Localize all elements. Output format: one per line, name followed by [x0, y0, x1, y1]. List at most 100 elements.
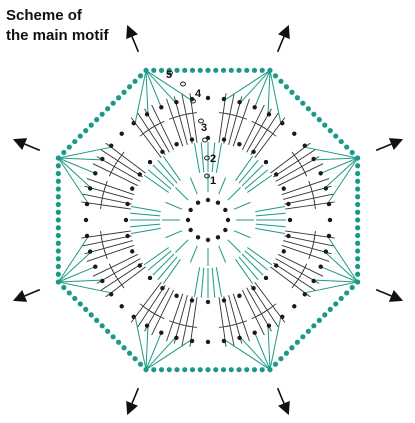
dc-crossbar	[269, 130, 277, 137]
slip-stitch-7	[167, 70, 173, 76]
teal-fan-stitch	[328, 157, 359, 203]
dc-stitch-round4	[82, 193, 132, 205]
chain-dot-round4	[266, 323, 272, 328]
chain-dot-round5	[272, 73, 279, 79]
chain-dot-round1	[195, 200, 201, 205]
dc-stitch-round4	[151, 104, 175, 151]
chain-dot-round5	[61, 284, 67, 291]
round-label-5: 5	[166, 69, 172, 81]
chain-dot-round3	[189, 298, 195, 303]
chain-dot-round4	[205, 95, 211, 101]
chain-dot-round4	[221, 96, 227, 102]
dc-stitch-round4	[96, 156, 141, 182]
direction-arrow-7	[12, 288, 41, 302]
chain-dot-round5	[55, 256, 61, 262]
round-label-1: 1	[210, 175, 216, 187]
dc-crossbar	[219, 325, 228, 328]
chain-dot-round5	[94, 317, 100, 323]
slip-stitch-6	[180, 81, 186, 87]
chain-dot-round4	[221, 338, 227, 344]
teal-fan-stitch	[269, 317, 282, 370]
chain-dot-round4	[323, 249, 329, 254]
teal-stitch-round3	[238, 256, 259, 281]
chain-dot-round4	[302, 292, 307, 297]
chain-dot-round4	[252, 105, 257, 110]
chain-dot-round4	[84, 233, 90, 239]
dc-stitch-round4	[189, 297, 198, 347]
chain-dot-round5	[66, 144, 72, 150]
dc-stitch-round4	[86, 178, 135, 196]
chain-dot-round5	[311, 323, 317, 329]
direction-arrows	[12, 24, 404, 416]
chain-dot-round4	[252, 330, 257, 335]
chain-dot-round3	[125, 201, 130, 207]
dc-stitch-round4	[270, 266, 311, 298]
chain-dot-round4	[109, 292, 114, 297]
teal-fan-stitch	[145, 332, 162, 370]
dc-stitch-round4	[246, 108, 272, 153]
chain-dot-round4	[174, 99, 179, 105]
dc-stitch-round4	[181, 296, 193, 346]
chain-dot-round5	[283, 84, 290, 90]
chain-dot-round5	[55, 217, 61, 223]
chain-dot-round5	[311, 111, 317, 117]
chain-dot-round3	[237, 142, 242, 147]
teal-fan-stitch	[305, 146, 358, 159]
dc-stitch-round4	[92, 163, 139, 187]
dc-crossbar	[188, 112, 197, 115]
chain-dot-round4	[189, 338, 195, 344]
chain-dot-round5	[355, 186, 361, 192]
chain-dot-round5	[294, 95, 300, 101]
teal-fan-stitch	[145, 69, 191, 100]
chain-dot-round5	[83, 128, 89, 134]
chain-dot-round5	[278, 78, 284, 84]
dc-stitch-round4	[285, 201, 335, 210]
teal-fan-stitch	[240, 69, 271, 103]
chain-dot-round5	[205, 67, 211, 73]
chain-dot-round5	[305, 106, 311, 112]
chain-dot-round4	[144, 112, 150, 117]
teal-fan-stitch	[305, 281, 358, 294]
chain-dot-round5	[333, 133, 339, 139]
round-5-border	[55, 67, 361, 373]
chain-dot-round5	[355, 209, 361, 215]
chain-dot-round4	[318, 171, 323, 176]
chain-dot-round5	[316, 317, 322, 323]
chain-dot-round3	[273, 172, 279, 177]
chain-dot-round3	[147, 275, 153, 281]
chain-dot-round5	[158, 67, 165, 73]
chain-dot-round3	[205, 299, 211, 305]
chain-dot-round3	[263, 159, 269, 165]
teal-fan-stitch	[225, 340, 271, 371]
teal-fan-stitch	[58, 157, 102, 161]
round-label-3: 3	[201, 122, 207, 134]
chain-dot-round5	[355, 263, 361, 270]
chain-dot-round5	[99, 323, 105, 329]
dc-crossbar	[156, 120, 165, 126]
dc-crossbar	[100, 231, 103, 240]
chain-dot-round4	[311, 278, 316, 284]
direction-arrow-8	[12, 138, 41, 152]
chain-dot-round5	[300, 100, 306, 106]
chain-dot-round5	[77, 133, 83, 139]
teal-stitch-round3	[244, 250, 269, 271]
dc-stitch-round4	[81, 201, 131, 210]
teal-fan-stitch	[320, 266, 358, 283]
teal-stitch-round3	[147, 250, 172, 271]
chain-dot-round4	[83, 217, 89, 223]
teal-stitch-round3	[143, 247, 169, 266]
dc-stitch-round4	[275, 258, 320, 284]
slip-stitch-2	[204, 155, 210, 161]
dc-stitch-round4	[254, 282, 286, 323]
chain-dot-round5	[126, 350, 133, 356]
chain-dot-round4	[237, 335, 242, 341]
chain-dot-round1	[223, 207, 228, 213]
round-labels: 1 2 3 4 5	[166, 69, 216, 187]
chain-dot-round4	[93, 264, 98, 269]
chain-dot-round3	[221, 137, 227, 142]
chain-dot-round5	[66, 290, 72, 296]
chain-dot-round3	[287, 217, 293, 223]
teal-fan-stitch	[57, 252, 91, 283]
dc-stitch-round4	[283, 185, 332, 200]
